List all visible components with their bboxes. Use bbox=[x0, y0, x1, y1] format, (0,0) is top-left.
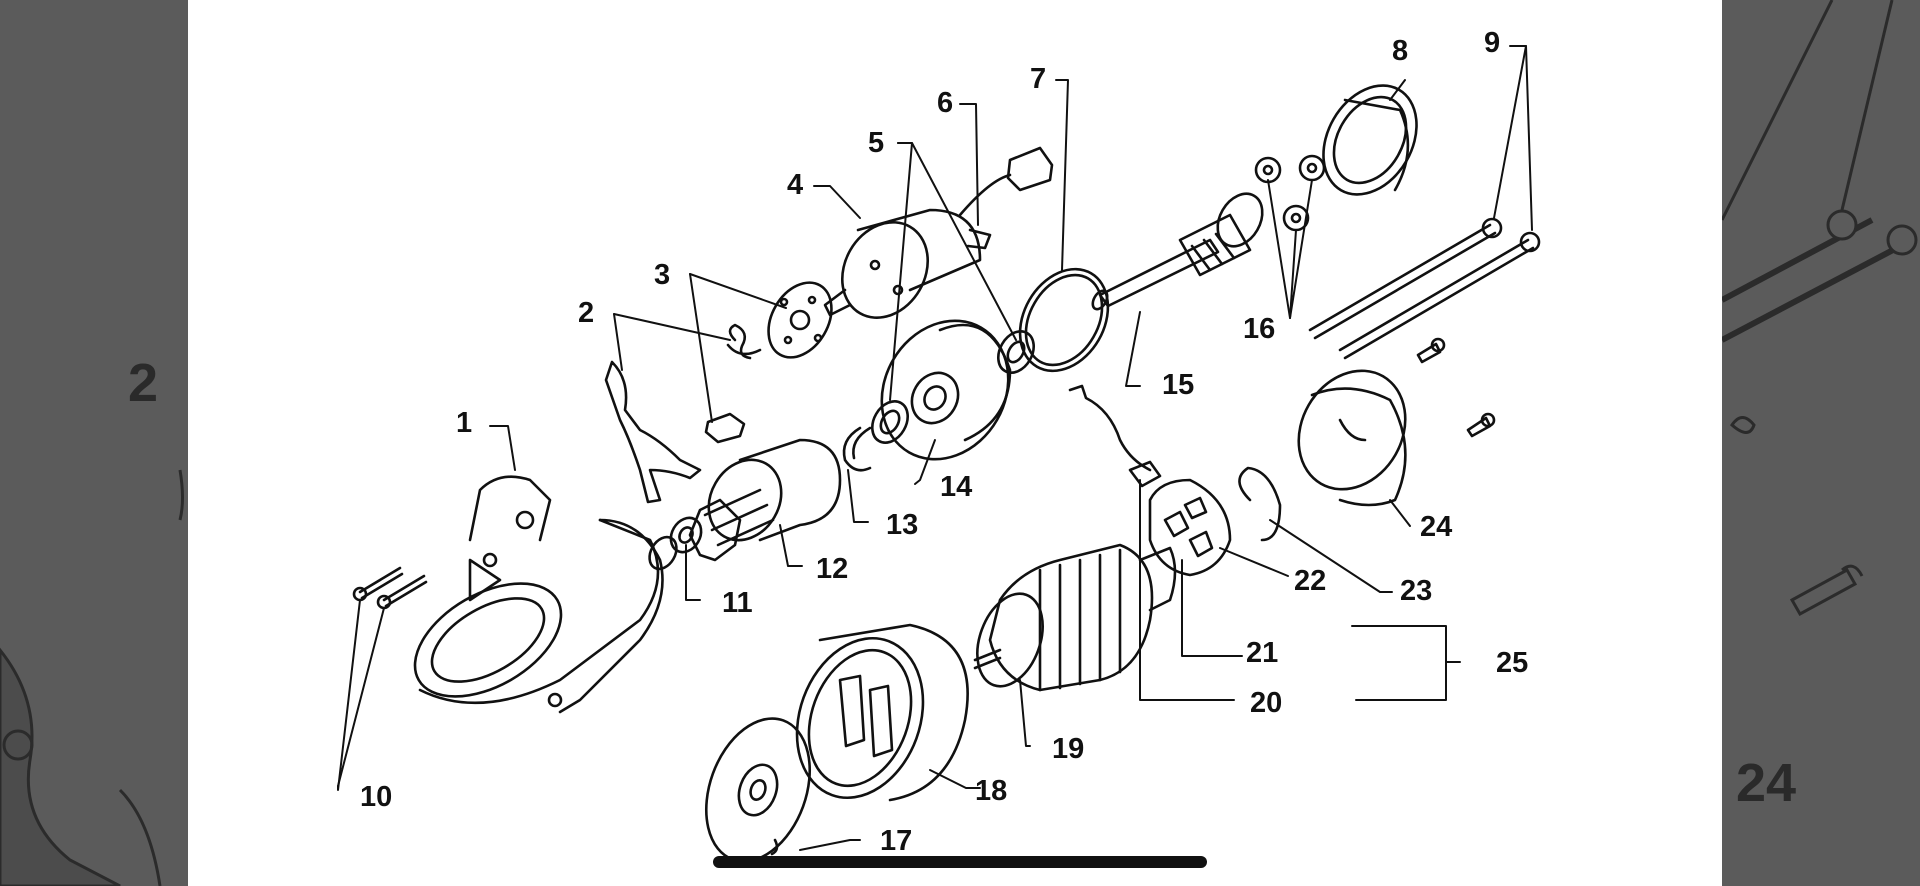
callout-18: 18 bbox=[975, 775, 1007, 807]
part-24-end-frame bbox=[1297, 369, 1407, 507]
part-2-lever bbox=[604, 323, 762, 504]
part-4-solenoid bbox=[823, 208, 992, 319]
part-17-end-plate bbox=[704, 717, 812, 863]
callout-24: 24 bbox=[1420, 511, 1452, 543]
callout-5: 5 bbox=[868, 127, 884, 159]
callout-6: 6 bbox=[937, 87, 953, 119]
part-6-connector bbox=[958, 146, 1054, 217]
part-18-yoke bbox=[795, 623, 969, 802]
callout-12: 12 bbox=[816, 553, 848, 585]
callout-9: 9 bbox=[1484, 27, 1500, 59]
starter-motor-exploded-diagram: 1234567891011121314151617181920212223242… bbox=[337, 27, 1541, 863]
callout-22: 22 bbox=[1294, 565, 1326, 597]
callout-21: 21 bbox=[1246, 637, 1278, 669]
next-page-label: 24 bbox=[1736, 753, 1797, 813]
previous-page-peek[interactable]: 2 bbox=[0, 0, 188, 886]
leader-lines bbox=[337, 45, 1533, 851]
callout-23: 23 bbox=[1400, 575, 1432, 607]
previous-page-label: 2 bbox=[128, 353, 159, 413]
part-7-ring bbox=[1018, 267, 1110, 373]
part-11-washers bbox=[648, 516, 703, 571]
callout-10: 10 bbox=[360, 781, 392, 813]
callout-7: 7 bbox=[1030, 63, 1046, 95]
callout-25: 25 bbox=[1496, 647, 1528, 679]
next-page-peek[interactable]: 24 bbox=[1722, 0, 1920, 886]
part-20-22-brush-holder bbox=[1068, 384, 1232, 577]
part-19-armature bbox=[973, 543, 1177, 692]
part-9-through-bolts bbox=[1308, 217, 1541, 360]
part-8-ring-gear bbox=[1322, 84, 1418, 196]
callout-2: 2 bbox=[578, 297, 594, 329]
part-3-plate bbox=[704, 281, 833, 444]
callout-11: 11 bbox=[722, 587, 753, 619]
callout-19: 19 bbox=[1052, 733, 1084, 765]
callout-15: 15 bbox=[1162, 369, 1194, 401]
callout-20: 20 bbox=[1250, 687, 1282, 719]
callout-4: 4 bbox=[787, 169, 803, 201]
home-indicator-bar[interactable] bbox=[713, 856, 1207, 868]
part-1-drive-housing bbox=[413, 475, 664, 714]
part-15-shaft bbox=[1091, 192, 1264, 311]
callout-14: 14 bbox=[940, 471, 972, 503]
part-10-bolts bbox=[352, 566, 428, 610]
part-16-gears bbox=[1254, 154, 1326, 232]
part-12-clutch bbox=[688, 438, 842, 562]
callout-8: 8 bbox=[1392, 35, 1408, 67]
callout-13: 13 bbox=[886, 509, 918, 541]
callout-17: 17 bbox=[880, 825, 912, 857]
callout-3: 3 bbox=[654, 259, 670, 291]
next-page-drawing bbox=[1722, 0, 1918, 617]
part-14-bracket bbox=[880, 319, 1012, 461]
callout-16: 16 bbox=[1243, 313, 1275, 345]
part-13-clip bbox=[842, 426, 872, 472]
callout-1: 1 bbox=[456, 407, 472, 439]
small-screws bbox=[1416, 337, 1496, 438]
previous-page-drawing bbox=[0, 469, 184, 886]
part-23-clip bbox=[1238, 466, 1282, 542]
